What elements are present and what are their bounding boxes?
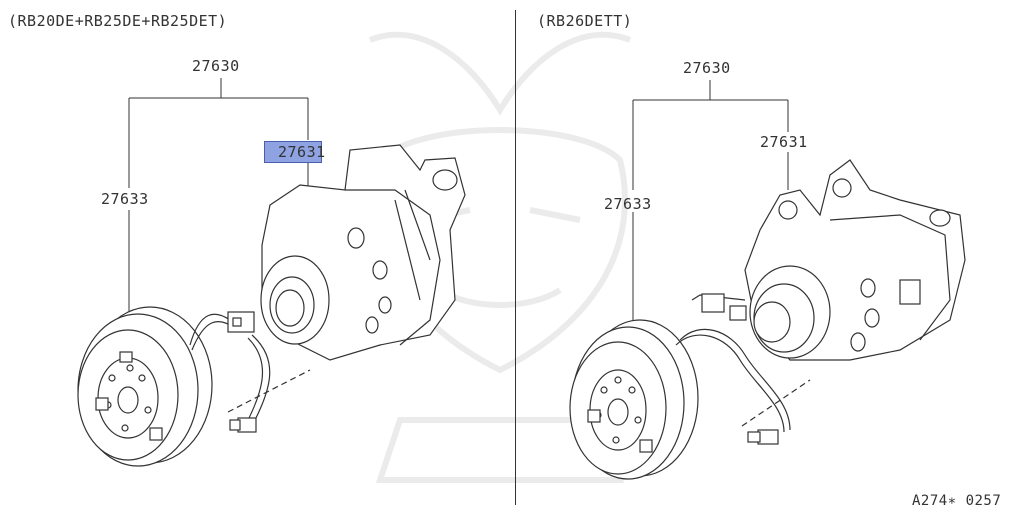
left-clutch-pulley[interactable]	[77, 306, 213, 467]
right-part-label-compressor[interactable]: 27631	[760, 133, 808, 151]
highlight-box	[264, 141, 322, 163]
right-compressor[interactable]	[744, 159, 966, 361]
diagram-code: A274∗ 0257	[912, 493, 1002, 509]
left-part-label-compressor[interactable]: 27631	[278, 143, 326, 161]
right-clutch-pulley[interactable]	[569, 319, 699, 480]
left-wire-harness[interactable]	[189, 311, 311, 433]
right-leader-lines	[632, 80, 789, 340]
left-compressor[interactable]	[260, 144, 466, 361]
left-caption: (RB20DE+RB25DE+RB25DET)	[8, 12, 228, 30]
left-leader-lines	[128, 78, 309, 315]
left-part-label-assembly[interactable]: 27630	[192, 57, 240, 75]
right-caption: (RB26DETT)	[537, 12, 633, 30]
right-part-label-clutch[interactable]: 27633	[604, 195, 652, 213]
left-part-label-clutch[interactable]: 27633	[101, 190, 149, 208]
section-divider	[515, 10, 516, 505]
right-part-label-assembly[interactable]: 27630	[683, 59, 731, 77]
right-wire-harness[interactable]	[675, 293, 811, 445]
